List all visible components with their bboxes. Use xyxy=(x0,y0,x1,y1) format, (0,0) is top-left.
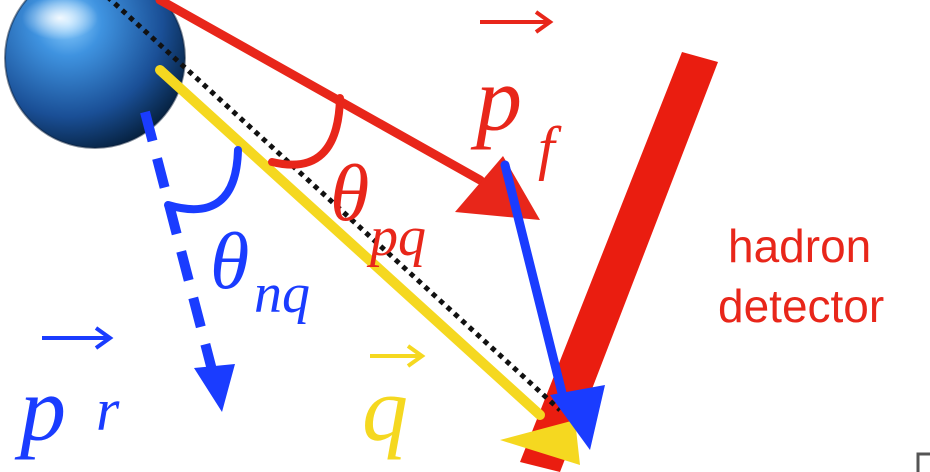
theta-nq-symbol: θ xyxy=(210,218,249,306)
theta-nq-label: θ nq xyxy=(210,218,310,325)
theta-pq-subscript: pq xyxy=(366,206,426,268)
corner-mark xyxy=(916,452,930,472)
blue-connecting-vector xyxy=(500,160,605,450)
hadron-detector-bar xyxy=(520,52,718,472)
pf-arrow-overbar xyxy=(480,10,554,34)
q-arrow-overbar xyxy=(370,344,426,368)
pf-label-main: p xyxy=(470,48,522,150)
pr-vector xyxy=(140,110,235,412)
pf-label: p f xyxy=(470,10,562,181)
pf-label-sub: f xyxy=(538,115,562,181)
theta-nq-subscript: nq xyxy=(254,263,310,325)
hadron-detector-label: hadron detector xyxy=(718,220,884,332)
detector-label-line1: hadron xyxy=(728,220,871,272)
theta-pq-symbol: θ xyxy=(330,150,369,238)
q-label: q xyxy=(362,344,426,460)
pr-label-main: p xyxy=(14,358,66,460)
black-dotted-line xyxy=(107,0,562,412)
theta-nq-arc xyxy=(164,146,242,214)
pr-label: p r xyxy=(14,326,120,460)
pr-label-sub: r xyxy=(96,377,120,443)
detector-label-line2: detector xyxy=(718,280,884,332)
theta-pq-label: θ pq xyxy=(330,150,426,268)
q-vector xyxy=(155,65,580,465)
pr-arrow-overbar xyxy=(42,326,114,350)
nucleon-sphere xyxy=(4,0,186,149)
q-label-main: q xyxy=(362,358,408,460)
theta-pq-arc xyxy=(268,94,344,169)
